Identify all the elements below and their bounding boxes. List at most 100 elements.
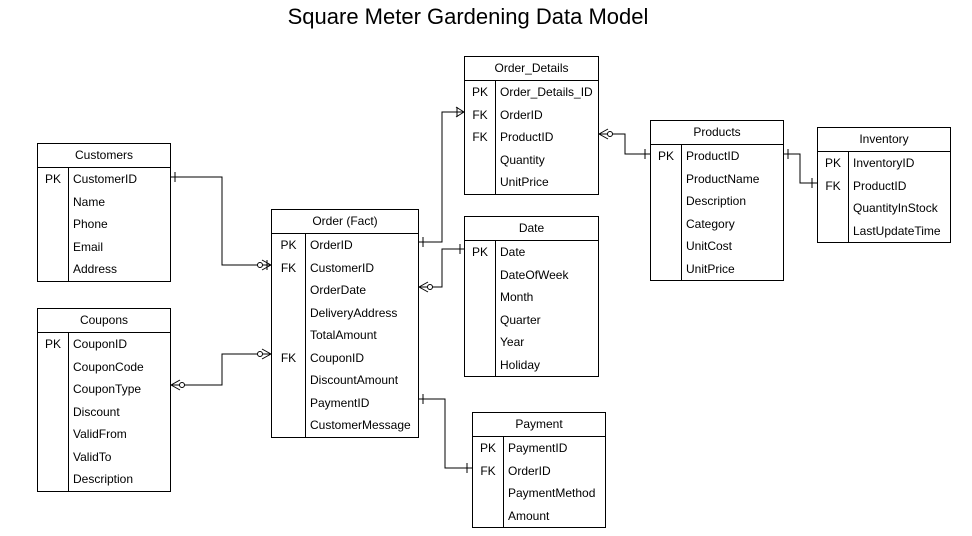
entity-field[interactable]: Address	[38, 258, 170, 281]
entity-field[interactable]: UnitCost	[651, 235, 783, 258]
key-marker: PK	[824, 156, 841, 170]
field-name: Address	[73, 262, 118, 276]
rel-orderdetails-products	[598, 128, 650, 159]
entity-field[interactable]: Year	[465, 331, 598, 354]
entity-field[interactable]: Category	[651, 213, 783, 236]
entity-field[interactable]: PK CustomerID	[38, 168, 170, 191]
key-marker: FK	[480, 463, 496, 478]
entity-field[interactable]: OrderDate	[272, 279, 418, 302]
entity-field[interactable]: PaymentID	[272, 392, 418, 415]
entity-field[interactable]: CustomerMessage	[272, 414, 418, 437]
field-name: CouponID	[310, 350, 365, 365]
field-name: OrderID	[508, 463, 551, 478]
key-marker: PK	[280, 238, 297, 252]
entity-field[interactable]: CouponCode	[38, 356, 170, 379]
entity-field[interactable]: Quantity	[465, 149, 598, 172]
entity-field[interactable]: DiscountAmount	[272, 369, 418, 392]
entity-field[interactable]: LastUpdateTime	[818, 220, 950, 243]
field-name: Phone	[73, 217, 108, 231]
entity-field[interactable]: PaymentMethod	[473, 482, 605, 505]
key-marker: PK	[44, 337, 61, 351]
entity-field[interactable]: TotalAmount	[272, 324, 418, 347]
entity-field[interactable]: CouponType	[38, 378, 170, 401]
entity-field[interactable]: Month	[465, 286, 598, 309]
field-name: InventoryID	[853, 156, 915, 170]
key-marker	[818, 220, 848, 243]
entity-field[interactable]: PK CouponID	[38, 333, 170, 356]
entity-title: Inventory	[818, 128, 950, 152]
entity-field[interactable]: UnitPrice	[651, 258, 783, 281]
key-marker: FK	[280, 260, 297, 275]
key-marker	[651, 190, 681, 213]
field-name: ProductID	[500, 130, 554, 144]
field-name: PaymentMethod	[508, 486, 596, 500]
key-marker	[272, 369, 305, 392]
field-name: QuantityInStock	[853, 201, 938, 215]
entity-field[interactable]: Name	[38, 191, 170, 214]
field-name: CouponID	[73, 337, 128, 351]
key-marker	[38, 423, 68, 446]
field-name: LastUpdateTime	[853, 223, 941, 238]
entity-field[interactable]: Discount	[38, 401, 170, 424]
field-name: Quarter	[500, 312, 541, 327]
entity-field[interactable]: Email	[38, 236, 170, 259]
key-marker	[465, 264, 495, 287]
entity-field[interactable]: UnitPrice	[465, 171, 598, 194]
key-marker: PK	[44, 172, 61, 186]
key-marker: FK	[472, 107, 488, 122]
field-name: CustomerID	[310, 260, 375, 275]
field-name: CouponCode	[73, 359, 144, 374]
entity-field[interactable]: ValidTo	[38, 446, 170, 469]
field-name: PaymentID	[310, 395, 370, 410]
key-marker	[272, 392, 305, 415]
field-name: Year	[500, 335, 525, 349]
entity-field[interactable]: ProductName	[651, 168, 783, 191]
field-name: ProductID	[686, 149, 740, 163]
field-name: ProductName	[686, 171, 760, 186]
entity-field[interactable]: ValidFrom	[38, 423, 170, 446]
entity-field[interactable]: Quarter	[465, 309, 598, 332]
field-name: UnitCost	[686, 239, 733, 253]
key-marker	[651, 258, 681, 281]
field-name: CustomerID	[73, 172, 138, 186]
entity-field[interactable]: FK OrderID	[473, 460, 605, 483]
entity-field[interactable]: PK InventoryID	[818, 152, 950, 175]
rel-customers-order	[171, 172, 272, 271]
entity-title: Coupons	[38, 309, 170, 333]
entity-field[interactable]: QuantityInStock	[818, 197, 950, 220]
key-marker	[38, 401, 68, 424]
entity-field[interactable]: Amount	[473, 505, 605, 528]
entity-field[interactable]: DateOfWeek	[465, 264, 598, 287]
entity-title: Payment	[473, 413, 605, 437]
entity-field[interactable]: Holiday	[465, 354, 598, 377]
field-name: Date	[500, 245, 526, 259]
key-marker	[38, 468, 68, 491]
entity-field[interactable]: Description	[38, 468, 170, 491]
entity-field[interactable]: FK CustomerID	[272, 257, 418, 280]
field-name: Description	[686, 194, 747, 208]
field-name: TotalAmount	[310, 328, 377, 342]
entity-field[interactable]: Description	[651, 190, 783, 213]
entity-field[interactable]: DeliveryAddress	[272, 302, 418, 325]
rel-products-inventory	[784, 149, 817, 188]
key-marker	[272, 324, 305, 347]
entity-field[interactable]: Phone	[38, 213, 170, 236]
key-marker	[38, 356, 68, 379]
